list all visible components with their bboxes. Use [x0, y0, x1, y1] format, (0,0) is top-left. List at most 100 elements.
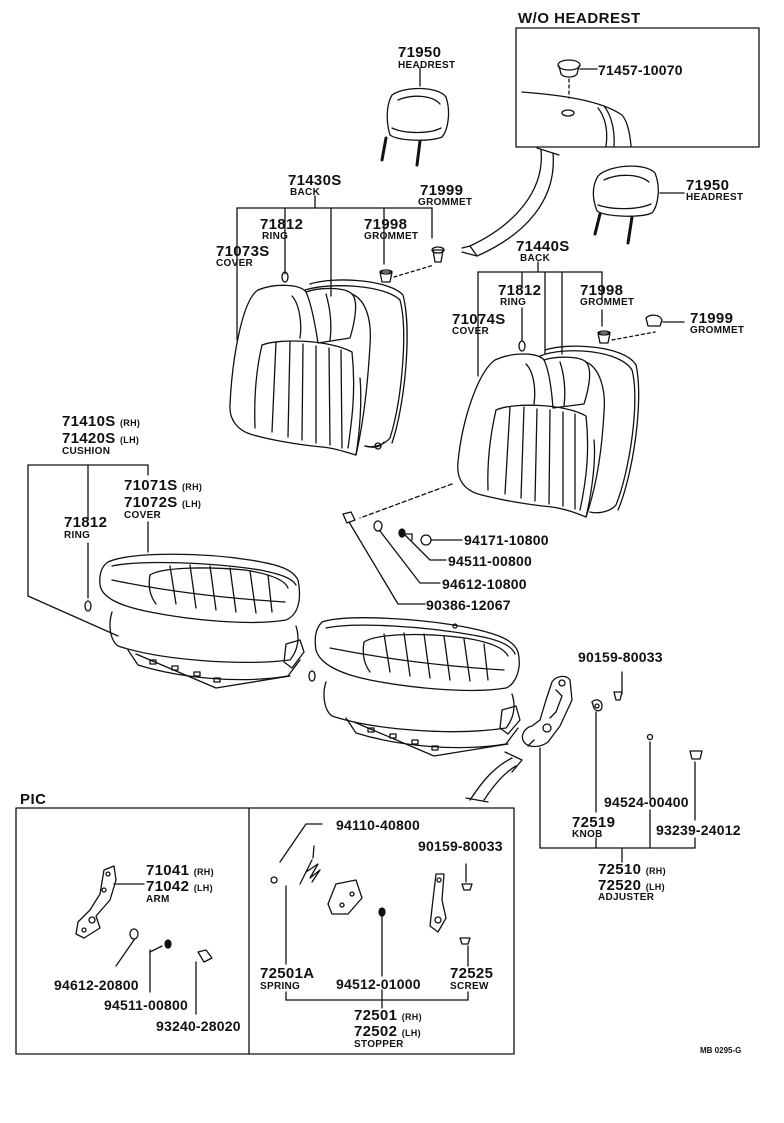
- part-number-72502: 72502 (LH): [354, 1023, 421, 1040]
- part-number-90159-b: 90159-80033: [418, 838, 503, 854]
- nut-94171-icon: [421, 535, 431, 545]
- lh-suffix: (LH): [120, 435, 140, 445]
- part-name-stopper: STOPPER: [354, 1039, 404, 1050]
- headrest-right-icon: [593, 166, 658, 243]
- rh-suffix: (RH): [182, 482, 203, 492]
- wo-headrest-inset: [516, 28, 759, 147]
- part-name-arm: ARM: [146, 894, 170, 905]
- seat-back-right-icon: [458, 346, 639, 517]
- part-number-90386: 90386-12067: [426, 597, 511, 613]
- part-name-spring: SPRING: [260, 981, 301, 992]
- part-name-ring-b: RING: [500, 297, 527, 308]
- part-number-94612-b: 94612-20800: [54, 977, 139, 993]
- part-number-93240: 93240-28020: [156, 1018, 241, 1034]
- part-name-knob: KNOB: [572, 829, 603, 840]
- pic-title: PIC: [20, 791, 47, 808]
- ring-71812-left-icon: [282, 272, 288, 282]
- grommet-hole-icon: [562, 110, 574, 116]
- washer-94512-icon: [379, 908, 385, 916]
- washer-94511-pic-icon: [165, 940, 171, 948]
- screw-93239-icon: [690, 751, 702, 759]
- screw-90159-pic-icon: [462, 884, 472, 890]
- lh-suffix: (LH): [401, 1028, 421, 1038]
- headrest-left-icon: [382, 88, 449, 165]
- part-number-94612-a: 94612-10800: [442, 576, 527, 592]
- part-number-71812-b: 71812: [498, 282, 542, 299]
- part-number-94524: 94524-00400: [604, 794, 689, 810]
- part-number-71950-a: 71950: [398, 44, 442, 61]
- part-number-71998-b: 71998: [580, 282, 624, 299]
- part-name-adjuster: ADJUSTER: [598, 892, 655, 903]
- knob-72519-icon: [592, 700, 602, 711]
- part-number-71812-a: 71812: [260, 216, 304, 233]
- seat-back-left-icon: [230, 280, 407, 455]
- curved-arrow-icon: [462, 148, 559, 256]
- rh-suffix: (RH): [401, 1012, 422, 1022]
- part-number-71072s: 71072S (LH): [124, 494, 202, 511]
- part-number-71999-a: 71999: [420, 182, 464, 199]
- part-number-72519: 72519: [572, 814, 616, 831]
- screw-90159-icon: [614, 692, 622, 700]
- part-number-71999-b: 71999: [690, 310, 734, 327]
- rh-suffix: (RH): [120, 418, 141, 428]
- adjuster-72510-icon: [522, 676, 572, 746]
- part-number-94511-a: 94511-00800: [448, 553, 532, 569]
- part-number-71041: 71041 (RH): [146, 862, 214, 879]
- part-number-94110: 94110-40800: [336, 817, 420, 833]
- washer-94612-pic-icon: [130, 929, 138, 939]
- part-number-72510: 72510 (RH): [598, 861, 666, 878]
- part-name-cushion: CUSHION: [62, 446, 111, 457]
- part-number-71812-c: 71812: [64, 514, 108, 531]
- part-name-back-b: BACK: [520, 253, 551, 264]
- part-number-94511-b: 94511-00800: [104, 997, 188, 1013]
- grommet-71999-right-icon: [646, 315, 662, 326]
- cap-71457-icon: [558, 60, 580, 98]
- part-name-cover-b: COVER: [452, 326, 490, 337]
- rh-suffix: (RH): [193, 867, 214, 877]
- seat-cushion-left-icon: [100, 554, 304, 688]
- part-name-ring-c: RING: [64, 530, 91, 541]
- part-number-93239: 93239-24012: [656, 822, 741, 838]
- part-number-72520: 72520 (LH): [598, 877, 665, 894]
- part-name-cover-c: COVER: [124, 510, 162, 521]
- stopper-72501-icon: [328, 880, 362, 914]
- rh-suffix: (RH): [645, 866, 666, 876]
- part-name-grommet-71998-a: GROMMET: [364, 231, 419, 242]
- back-right-bracket: [478, 262, 602, 376]
- part-name-grommet-71999-b: GROMMET: [690, 325, 745, 336]
- cushion-bracket: [28, 465, 148, 636]
- screw-72525-icon: [460, 938, 470, 944]
- part-number-71998-a: 71998: [364, 216, 408, 233]
- part-name-grommet-71999-a: GROMMET: [418, 197, 473, 208]
- grommet-71998-left-icon: [380, 270, 392, 282]
- part-number-71430s: 71430S: [288, 172, 342, 189]
- washer-94612-icon: [374, 521, 382, 531]
- part-number-71410s: 71410S (RH): [62, 413, 141, 430]
- part-number-71074s: 71074S: [452, 311, 506, 328]
- part-number-71440s: 71440S: [516, 238, 570, 255]
- back-left-bracket: [237, 196, 432, 340]
- part-number-90159-a: 90159-80033: [578, 649, 663, 665]
- figure-reference-code: MB 0295-G: [700, 1046, 742, 1055]
- part-name-cover-a: COVER: [216, 258, 254, 269]
- part-number-71073s: 71073S: [216, 243, 270, 260]
- bolt-93240-icon: [198, 950, 212, 962]
- ring-71812-cushion-icon: [85, 601, 91, 611]
- grommet-71998-right-icon: [598, 331, 610, 343]
- part-number-71420s: 71420S (LH): [62, 430, 140, 447]
- part-name-headrest-b: HEADREST: [686, 192, 744, 203]
- part-name-screw: SCREW: [450, 981, 489, 992]
- part-number-72501a: 72501A: [260, 965, 315, 982]
- lh-suffix: (LH): [182, 499, 202, 509]
- lh-suffix: (LH): [645, 882, 665, 892]
- wo-headrest-title: W/O HEADREST: [518, 10, 641, 27]
- part-number-94171: 94171-10800: [464, 532, 549, 548]
- lh-suffix: (LH): [193, 883, 213, 893]
- part-number-71042: 71042 (LH): [146, 878, 213, 895]
- ring-71812-right-icon: [519, 341, 525, 351]
- part-number-71950-b: 71950: [686, 177, 730, 194]
- bolt-90386-icon: [343, 512, 355, 523]
- spring-72501a-icon: [300, 846, 320, 884]
